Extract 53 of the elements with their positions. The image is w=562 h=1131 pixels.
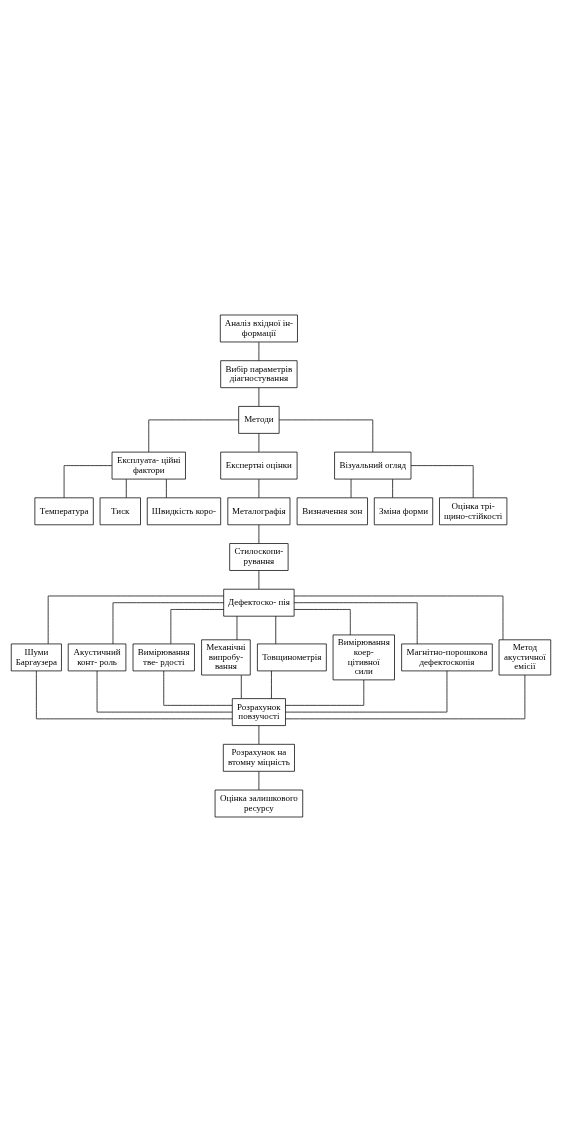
connector: [285, 674, 526, 719]
connector: [258, 770, 260, 790]
connector: [293, 608, 351, 635]
connector: [240, 674, 242, 699]
connector: [112, 601, 224, 644]
connector: [236, 615, 238, 640]
node-box: Дефектоско- пія: [223, 588, 295, 617]
node-box: Акустичний конт- роль: [67, 643, 127, 671]
connector: [258, 432, 260, 452]
node-box: Шуми Баргаузера: [10, 643, 62, 671]
node-box: Вимірювання коер- цітивної сили: [332, 634, 395, 680]
connector: [275, 615, 277, 644]
connector: [258, 524, 260, 544]
node-box: Оцінка залишкового ресурсу: [214, 789, 304, 817]
node-box: Стилоскопи- рування: [229, 542, 289, 571]
node-box: Експертні оцінки: [220, 451, 298, 479]
node-box: Розрахунок на втомну міцність: [222, 743, 295, 772]
connector: [258, 569, 260, 589]
node-box: Зміна форми: [373, 496, 434, 525]
connector: [285, 679, 365, 706]
connector: [170, 608, 224, 644]
node-box: Визначення зон: [296, 496, 368, 525]
connector: [166, 478, 167, 498]
node-box: Товщинометрія: [257, 643, 327, 671]
connector: [125, 478, 127, 498]
node-box: Вибір параметрів діагностування: [220, 359, 298, 388]
node-box: Швидкість коро-: [146, 496, 222, 525]
connector: [410, 464, 474, 498]
connector: [271, 670, 272, 699]
connector: [258, 341, 260, 361]
node-box: Тиск: [99, 496, 141, 525]
node-box: Температура: [34, 496, 94, 525]
node-box: Оцінка трі- щино-стійкості: [439, 496, 508, 525]
node-box: Експлуата- ційні фактори: [111, 451, 186, 479]
node-box: Вимірювання тве- рдості: [132, 643, 195, 671]
connector: [36, 670, 233, 719]
connector: [258, 387, 260, 407]
connector: [293, 601, 418, 644]
node-box: Візуальний огляд: [334, 451, 412, 479]
connector: [163, 670, 233, 706]
node-box: Розрахунок повзучості: [231, 697, 286, 726]
node-box: Аналіз вхідної ін- формації: [219, 314, 298, 342]
node-box: Методи: [238, 405, 280, 434]
connector: [258, 724, 260, 744]
connector: [285, 670, 448, 712]
connector: [47, 595, 224, 644]
node-box: Метод акустичної емісії: [498, 638, 552, 675]
connector: [392, 478, 393, 498]
node-box: Магнітно-порошкова дефектоскопія: [401, 643, 493, 671]
connector: [148, 419, 239, 452]
node-box: Механічні випробу- вання: [201, 638, 251, 675]
node-box: Металографія: [227, 496, 291, 525]
connector: [63, 464, 113, 498]
